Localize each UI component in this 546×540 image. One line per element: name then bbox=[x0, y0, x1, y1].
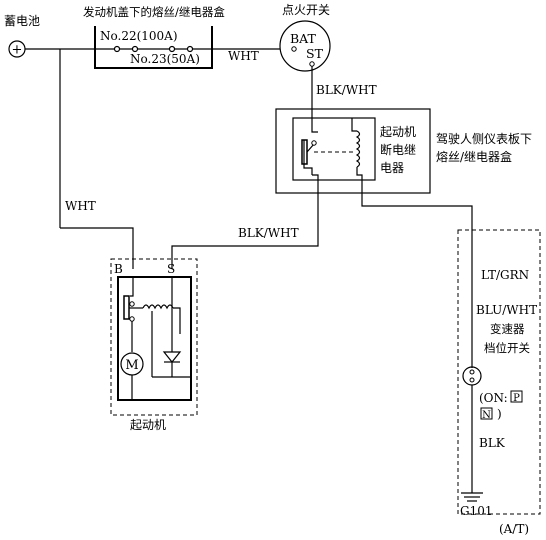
starter-cut-relay-outline bbox=[292, 117, 376, 181]
range-switch-contact-a bbox=[469, 369, 475, 375]
engine-fuse-box-label: 发动机盖下的熔丝/继电器盒 bbox=[83, 5, 225, 19]
relay-to-starter-s-wire bbox=[171, 174, 319, 269]
diode-icon bbox=[162, 351, 182, 363]
s-terminal-label: S bbox=[167, 262, 175, 276]
relay-coil-lead-top bbox=[351, 118, 357, 132]
motor-label: M bbox=[125, 358, 138, 373]
fuse22-terminal-b bbox=[131, 45, 139, 53]
fuse23-terminal-b bbox=[186, 45, 194, 53]
relay-contact-point bbox=[311, 140, 317, 146]
gear-n-label: N bbox=[482, 410, 491, 421]
solenoid-contact-point-b bbox=[129, 316, 135, 322]
starter-b-lead bbox=[130, 277, 134, 297]
solenoid-coil-right-lead bbox=[173, 307, 181, 334]
gear-p-label: P bbox=[513, 393, 520, 404]
relay-in-lead bbox=[311, 118, 318, 133]
fuse22-terminal-a bbox=[113, 45, 121, 53]
range-switch-label-1: 变速器 bbox=[490, 322, 525, 336]
solenoid-contact-icon bbox=[123, 295, 130, 320]
ignition-switch-icon bbox=[279, 20, 331, 72]
range-switch-outline-dashed bbox=[457, 229, 541, 515]
ignition-switch-label: 点火开关 bbox=[282, 3, 330, 17]
relay-label-3: 电器 bbox=[380, 161, 404, 175]
gear-p-box bbox=[510, 390, 523, 403]
battery-label: 蓄电池 bbox=[4, 14, 40, 28]
bat-contact-icon bbox=[291, 46, 297, 52]
wire-blu-wht-label: BLU/WHT bbox=[476, 303, 537, 317]
switch-on-prefix: (ON: bbox=[479, 391, 508, 405]
b-terminal-label: B bbox=[114, 262, 123, 276]
solenoid-contact-point-a bbox=[129, 301, 135, 307]
relay-out-lead bbox=[303, 140, 313, 175]
fuse-no23-label: No.23(50A) bbox=[130, 52, 200, 66]
wire-wht-top-label: WHT bbox=[228, 49, 259, 63]
wire-lt-grn-label: LT/GRN bbox=[481, 268, 529, 282]
dash-fuse-box-outline bbox=[275, 108, 431, 194]
relay-to-range-switch-wire bbox=[356, 167, 473, 230]
relay-label-1: 起动机 bbox=[380, 125, 416, 139]
wire-blk-label: BLK bbox=[479, 436, 506, 450]
solenoid-coil-icon bbox=[142, 304, 174, 310]
wht-to-starter-b-wire bbox=[60, 227, 134, 269]
range-switch-label-2: 档位开关 bbox=[484, 341, 530, 355]
st-contact-icon bbox=[309, 61, 315, 67]
fuse23-terminal-a bbox=[168, 45, 176, 53]
ground-label: G101 bbox=[460, 504, 493, 518]
bat-terminal-label: BAT bbox=[290, 31, 317, 46]
relay-coil-icon bbox=[355, 130, 361, 168]
at-note: (A/T) bbox=[499, 522, 529, 536]
fuse-no22-label: No.22(100A) bbox=[100, 29, 178, 43]
starter-outline-dashed bbox=[110, 258, 198, 416]
st-terminal-label: ST bbox=[306, 46, 324, 61]
wire-wht-left-label: WHT bbox=[65, 199, 96, 213]
dash-fuse-box-label-2: 熔丝/继电器盒 bbox=[436, 149, 512, 164]
starter-label: 起动机 bbox=[130, 418, 166, 432]
starter-body-outline bbox=[117, 276, 192, 401]
switch-on-suffix: ) bbox=[497, 407, 502, 421]
wire-blk-wht-mid-label: BLK/WHT bbox=[238, 226, 299, 240]
battery-plus-sign: + bbox=[12, 43, 23, 58]
dash-fuse-box-label-1: 驾驶人侧仪表板下 bbox=[436, 131, 532, 146]
relay-label-2: 断电继 bbox=[380, 142, 416, 157]
range-switch-contact-b bbox=[469, 377, 475, 383]
engine-fuse-box-outline bbox=[94, 26, 213, 69]
gear-n-box bbox=[480, 407, 493, 420]
wire-blk-wht-top-label: BLK/WHT bbox=[316, 83, 377, 97]
